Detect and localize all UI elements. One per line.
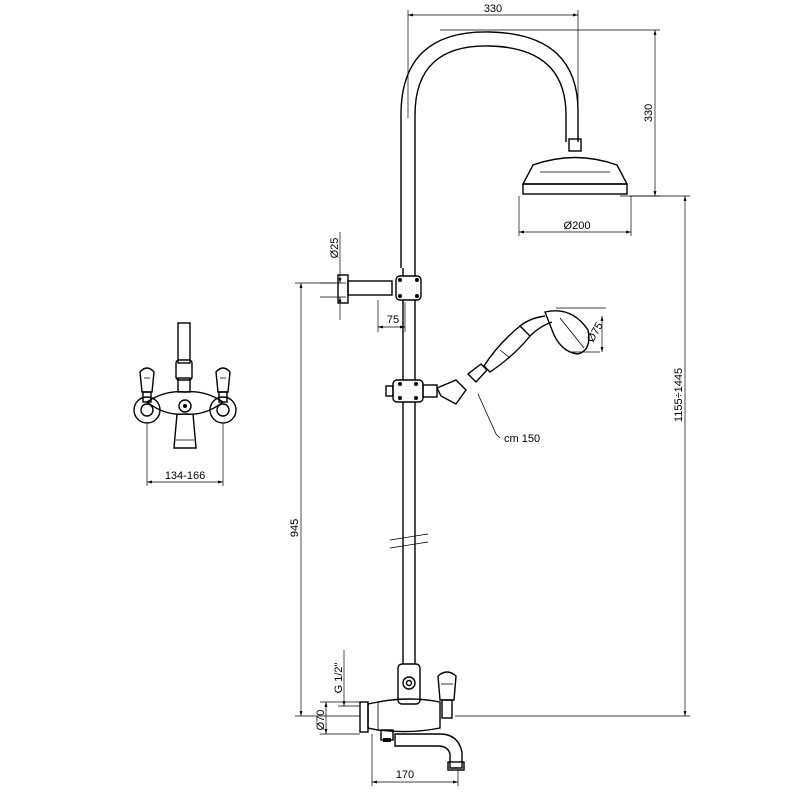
bracket-diameter-dimension: Ø25 [329, 238, 341, 259]
centers-dimension: 134-166 [165, 470, 205, 482]
mixer-height-dimension: 945 [289, 519, 301, 537]
dimension-lines: 330 330 Ø200 Ø25 75 Ø75 cm 150 1155 [289, 3, 690, 786]
inlet-thread-dimension: G 1/2" [333, 663, 345, 694]
bracket-offset-dimension: 75 [387, 314, 399, 326]
head-drop-dimension: 330 [643, 104, 655, 122]
head-diameter-dimension: Ø200 [564, 220, 591, 232]
arm-reach-dimension: 330 [484, 3, 502, 15]
escutcheon-diameter-dimension: Ø70 [315, 710, 327, 731]
total-height-dimension: 1155÷1445 [673, 368, 685, 422]
hose-length-label: cm 150 [504, 433, 540, 445]
hand-shower-diameter-dimension: Ø75 [585, 320, 606, 344]
spout-reach-dimension: 170 [396, 769, 414, 781]
front-view-mixer: 134-166 [133, 322, 237, 486]
side-view-column [337, 31, 629, 771]
